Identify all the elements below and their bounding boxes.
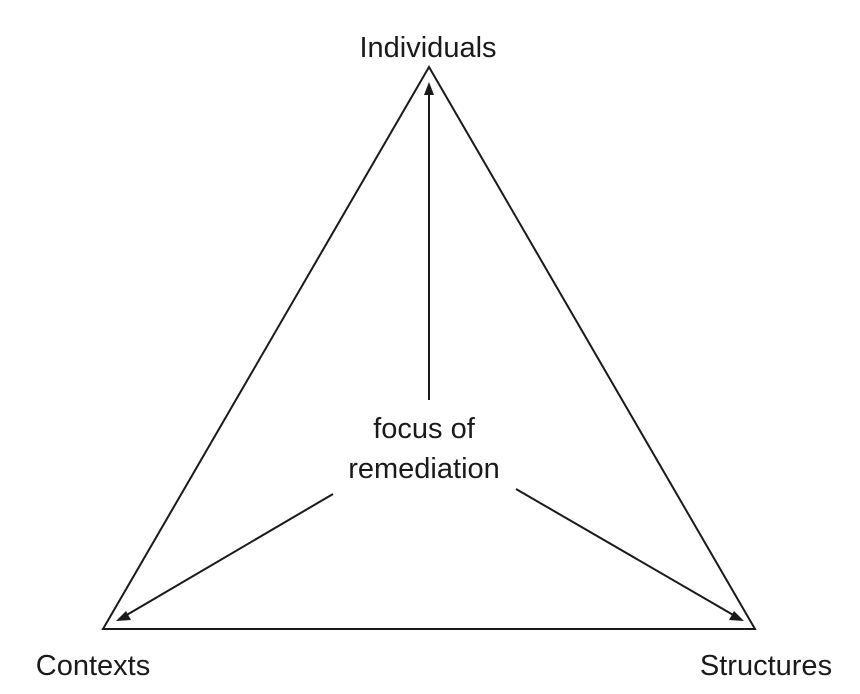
center-label-line2: remediation <box>348 453 500 485</box>
vertex-label-individuals: Individuals <box>359 32 496 64</box>
arrow-to-structures <box>515 488 736 617</box>
arrow-to-contexts <box>124 493 334 617</box>
vertex-label-structures: Structures <box>700 650 832 682</box>
arrowhead-individuals <box>424 82 434 95</box>
arrowhead-contexts <box>116 611 131 621</box>
arrowhead-structures <box>729 611 744 621</box>
center-label-line1: focus of <box>373 413 475 445</box>
vertex-label-contexts: Contexts <box>36 650 150 682</box>
triangle-outline <box>101 65 757 630</box>
